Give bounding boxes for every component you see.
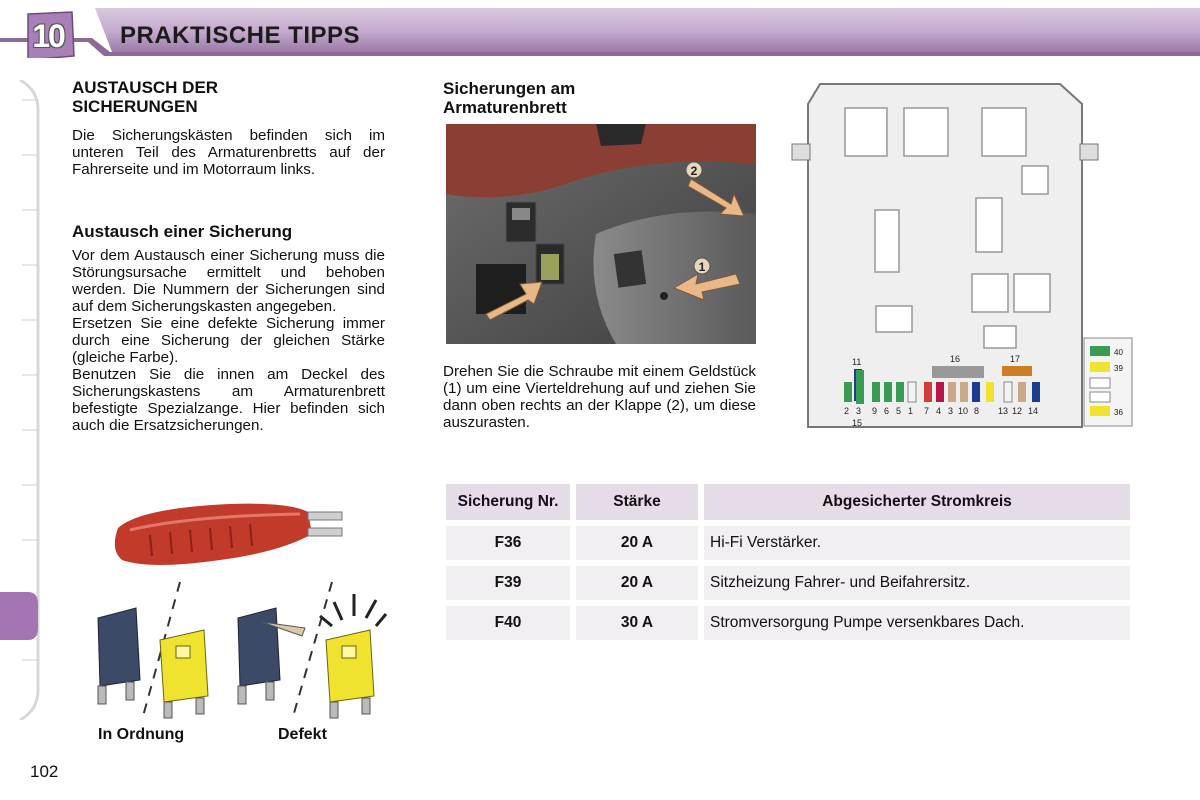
fuse-label-16: 16	[950, 354, 960, 364]
fuse-num: 3	[948, 406, 953, 416]
fuse-num: 5	[896, 406, 901, 416]
header-band	[0, 8, 1200, 58]
col-header-rating: Stärke	[576, 484, 698, 520]
section-title-line-1: AUSTAUSCH DER	[72, 78, 219, 97]
fuse-num: 14	[1028, 406, 1038, 416]
opening-instructions: Drehen Sie die Schraube mit einem Geldst…	[443, 363, 756, 431]
fuse-num: 9	[872, 406, 877, 416]
photo-marker-2: 2	[691, 164, 698, 178]
table-row: F40 30 A Stromversorgung Pumpe versenkba…	[446, 606, 1130, 640]
fuse-num: 3	[856, 406, 861, 416]
paragraph-pliers: Benutzen Sie die innen am Deckel des Sic…	[72, 366, 385, 434]
fuse-pliers-illustration	[97, 503, 388, 721]
fuse-side-label-39: 39	[1114, 364, 1123, 373]
fuse-defect-blue-icon	[237, 607, 306, 705]
fuse-ok-yellow-icon	[159, 629, 209, 719]
page-number: 102	[30, 762, 59, 781]
caption-defect: Defekt	[278, 726, 327, 743]
cell-fuse-rating: 20 A	[576, 526, 698, 560]
chapter-tab-rail	[0, 80, 40, 720]
fuse-label-17: 17	[1010, 354, 1020, 364]
fuse-num: 12	[1012, 406, 1022, 416]
intro-text: Die Sicherungskästen befinden sich im un…	[72, 127, 385, 178]
cell-fuse-circuit: Stromversorgung Pumpe versenkbares Dach.	[704, 606, 1130, 640]
instructions-text: Vor dem Austausch einer Sicherung muss d…	[72, 247, 385, 434]
dashboard-fuses-title: Sicherungen am Armaturenbrett	[443, 79, 575, 117]
fuse-num: 4	[936, 406, 941, 416]
photo-marker-1: 1	[699, 260, 706, 274]
fuse-num: 6	[884, 406, 889, 416]
paragraph-cause: Vor dem Austausch einer Sicherung muss d…	[72, 247, 385, 315]
caption-ok: In Ordnung	[98, 726, 185, 743]
table-header-row: Sicherung Nr. Stärke Abgesicherter Strom…	[446, 484, 1130, 520]
fuse-num: 10	[958, 406, 968, 416]
opening-instructions-paragraph: Drehen Sie die Schraube mit einem Geldst…	[443, 363, 756, 431]
fuse-num: 1	[908, 406, 913, 416]
cell-fuse-circuit: Sitzheizung Fahrer- und Beifahrersitz.	[704, 566, 1130, 600]
fuse-table: Sicherung Nr. Stärke Abgesicherter Strom…	[440, 478, 1136, 646]
fuse-num: 13	[998, 406, 1008, 416]
cell-fuse-rating: 20 A	[576, 566, 698, 600]
fusebox-layout-diagram: 11 15 16 17 2 3 9 6 5 1 7 4 3 10 8 13 12…	[791, 83, 1133, 428]
intro-paragraph: Die Sicherungskästen befinden sich im un…	[72, 127, 385, 178]
section-title: AUSTAUSCH DER SICHERUNGEN	[72, 78, 218, 116]
subsection-title: Austausch einer Sicherung	[72, 222, 293, 241]
fuse-label-15: 15	[852, 418, 862, 428]
fuse-num: 8	[974, 406, 979, 416]
fuse-num: 2	[844, 406, 849, 416]
fuse-side-label-40: 40	[1114, 348, 1123, 357]
section-title-line-2: SICHERUNGEN	[72, 97, 198, 116]
dashboard-fuses-title-line-2: Armaturenbrett	[443, 98, 567, 117]
fuse-side-label-36: 36	[1114, 408, 1123, 417]
fuse-num: 7	[924, 406, 929, 416]
cell-fuse-rating: 30 A	[576, 606, 698, 640]
cell-fuse-nr: F40	[446, 606, 570, 640]
cell-fuse-nr: F36	[446, 526, 570, 560]
chapter-number: 10	[32, 18, 66, 54]
table-row: F39 20 A Sitzheizung Fahrer- und Beifahr…	[446, 566, 1130, 600]
fuse-ok-blue-icon	[97, 607, 141, 705]
cell-fuse-nr: F39	[446, 566, 570, 600]
dashboard-fuses-title-line-1: Sicherungen am	[443, 79, 576, 98]
paragraph-same-rating: Ersetzen Sie eine defekte Sicherung imme…	[72, 315, 385, 366]
fuse-defect-yellow-icon	[319, 594, 388, 719]
table-row: F36 20 A Hi-Fi Verstärker.	[446, 526, 1130, 560]
cell-fuse-circuit: Hi-Fi Verstärker.	[704, 526, 1130, 560]
pliers-icon	[114, 503, 343, 565]
col-header-circuit: Abgesicherter Stromkreis	[704, 484, 1130, 520]
page-header: 10 PRAKTISCHE TIPPS	[0, 0, 1200, 58]
fuse-label-11: 11	[852, 357, 861, 367]
col-header-nr: Sicherung Nr.	[446, 484, 570, 520]
dashboard-fusebox-photo: 1 2	[446, 124, 756, 344]
page-title: PRAKTISCHE TIPPS	[120, 22, 361, 49]
